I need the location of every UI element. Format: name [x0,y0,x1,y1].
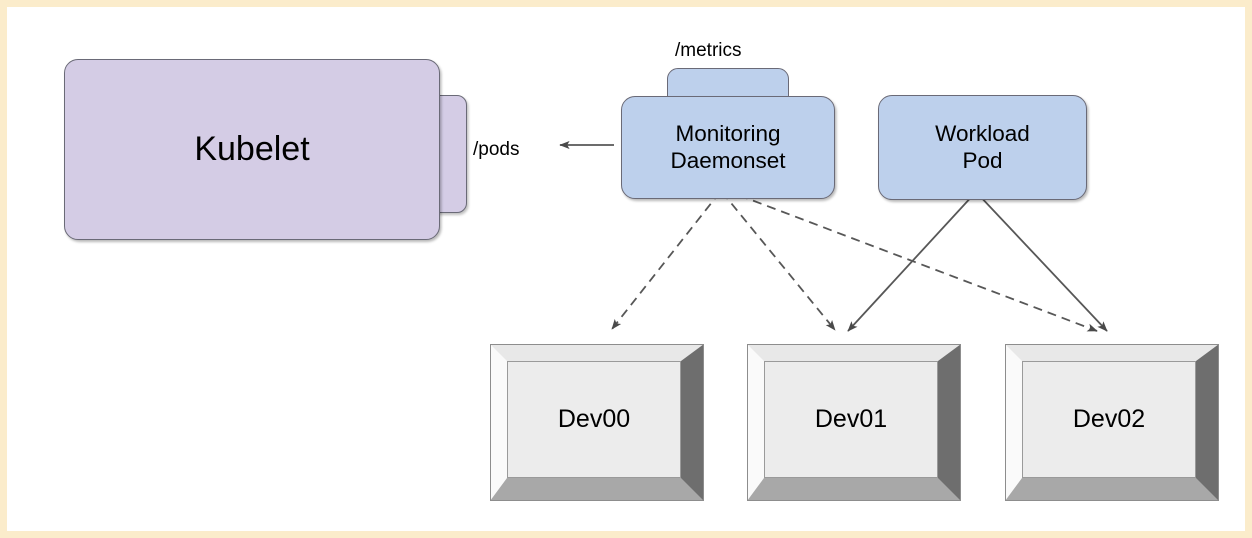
kubelet-label: Kubelet [194,130,310,169]
device-inner-panel [1022,361,1196,478]
node-device-dev02[interactable]: Dev02 [1005,344,1219,501]
edge-monitoring-to-dev02 [724,189,1098,332]
device-label: Dev02 [1072,405,1146,433]
workload-label-line1: Workload [935,120,1030,146]
edge-monitoring-to-dev00 [611,191,721,330]
node-device-dev00[interactable]: Dev00 [490,344,704,501]
device-label: Dev01 [814,405,888,433]
workload-pod-label: Workload Pod [935,121,1030,174]
edge-workload-to-dev01 [847,192,976,332]
device-label: Dev00 [557,405,631,433]
node-kubelet[interactable]: Kubelet [64,59,440,240]
edge-label-metrics: /metrics [675,40,742,61]
edge-workload-to-dev02 [976,192,1108,332]
device-inner-panel [764,361,938,478]
edge-monitoring-to-dev01 [721,191,836,331]
monitoring-daemonset-label: Monitoring Daemonset [670,121,785,174]
device-inner-panel [507,361,681,478]
node-monitoring-daemonset[interactable]: Monitoring Daemonset [621,96,835,199]
node-device-dev01[interactable]: Dev01 [747,344,961,501]
node-workload-pod[interactable]: Workload Pod [878,95,1087,200]
monitoring-label-line1: Monitoring [675,120,781,146]
monitoring-label-line2: Daemonset [670,147,786,173]
workload-label-line2: Pod [962,147,1003,173]
edge-label-pods: /pods [473,139,520,160]
